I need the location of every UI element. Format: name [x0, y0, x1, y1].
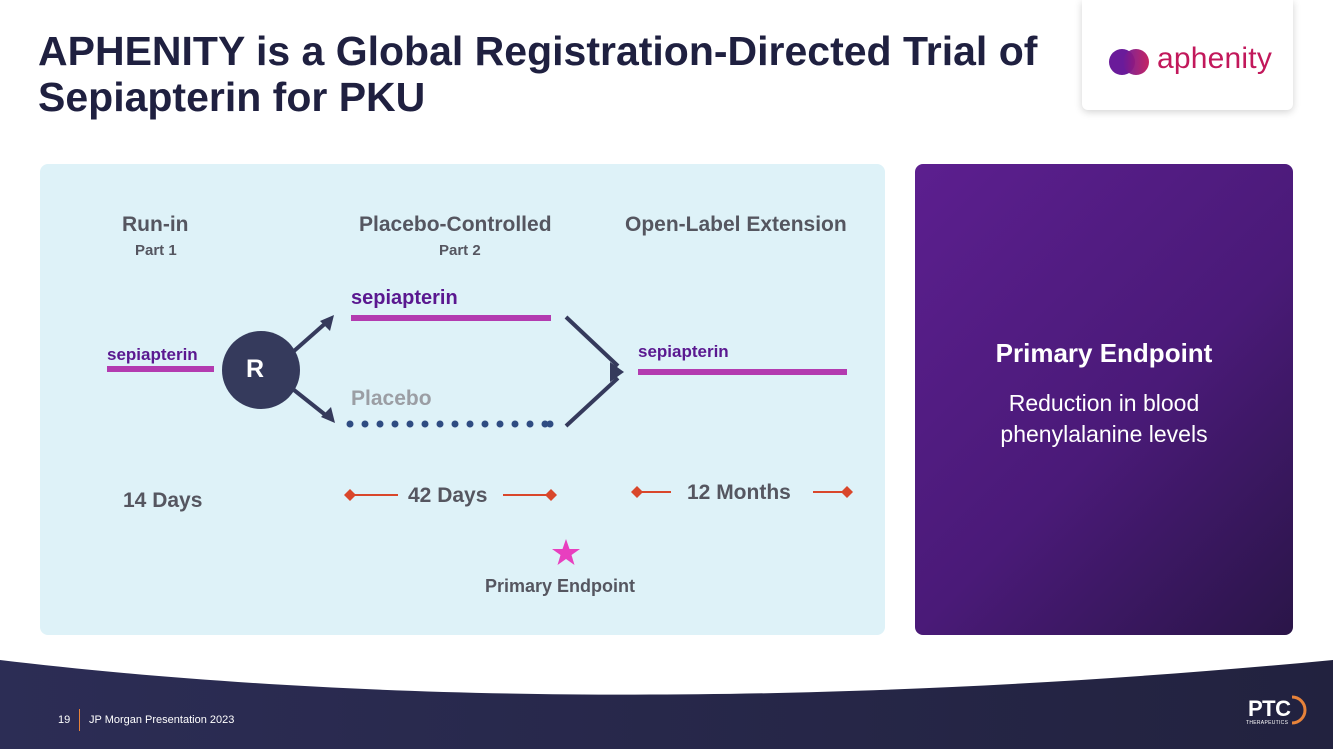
primary-endpoint-panel: Primary Endpoint Reduction in blood phen… — [915, 164, 1293, 635]
phase-runin-part: Part 1 — [135, 242, 177, 259]
arrow-to-placebo-head — [321, 407, 335, 423]
treatment-drug-bar — [351, 315, 551, 321]
arrow-to-treatment-head — [320, 315, 334, 331]
footer-presentation-title: JP Morgan Presentation 2023 — [89, 714, 235, 726]
ptc-logo-subtext: THERAPEUTICS — [1246, 720, 1289, 726]
randomization-label: R — [246, 355, 265, 383]
ptc-logo-text: PTC — [1248, 696, 1291, 721]
duration-42-diamond-left — [344, 489, 356, 501]
runin-arm-label: sepiapterin — [107, 345, 198, 364]
extension-arm-label: sepiapterin — [638, 342, 729, 361]
primary-endpoint-title: Primary Endpoint — [995, 338, 1213, 368]
phase-extension-label: Open-Label Extension — [625, 213, 847, 236]
placebo-arm-label: Placebo — [351, 387, 432, 410]
treatment-arm-label: sepiapterin — [351, 287, 458, 309]
flow-lines — [107, 315, 853, 565]
ptc-logo: PTC THERAPEUTICS — [1240, 693, 1308, 729]
merge-arrow-head — [610, 362, 624, 382]
slide-title: APHENITY is a Global Registration-Direct… — [38, 28, 1038, 120]
page-number: 19 — [58, 714, 71, 726]
duration-runin: 14 Days — [123, 489, 203, 512]
extension-drug-bar — [638, 369, 847, 375]
aphenity-logo-card: aphenity — [1082, 0, 1293, 110]
phase-runin-label: Run-in — [122, 213, 189, 236]
arrow-to-placebo — [292, 388, 330, 419]
arrow-treatment-to-extension — [564, 315, 620, 368]
duration-12-diamond-left — [631, 486, 643, 498]
duration-placebo-controlled: 42 Days — [408, 484, 488, 507]
phase-placebo-controlled-part: Part 2 — [439, 242, 481, 259]
duration-extension: 12 Months — [687, 481, 791, 504]
duration-12-diamond-right — [841, 486, 853, 498]
footer-wave — [0, 660, 1333, 749]
duration-42-diamond-right — [545, 489, 557, 501]
aphenity-logo-text: aphenity — [1157, 42, 1273, 75]
footer-separator — [79, 709, 80, 731]
arrow-placebo-to-extension — [564, 376, 620, 428]
arrow-to-treatment — [292, 319, 330, 353]
primary-endpoint-marker-label: Primary Endpoint — [485, 576, 636, 596]
randomization-node — [222, 331, 300, 409]
primary-endpoint-star — [552, 539, 580, 565]
aphenity-logo-icon — [1109, 49, 1149, 75]
phase-placebo-controlled-label: Placebo-Controlled — [359, 213, 552, 236]
runin-drug-bar — [107, 366, 214, 372]
primary-endpoint-description: Reduction in blood phenylalanine levels — [1000, 390, 1208, 447]
placebo-dotted-line — [346, 420, 554, 428]
trial-design-diagram: Run-in Part 1 Placebo-Controlled Part 2 … — [40, 164, 885, 635]
ptc-logo-arc-icon — [1291, 695, 1307, 725]
